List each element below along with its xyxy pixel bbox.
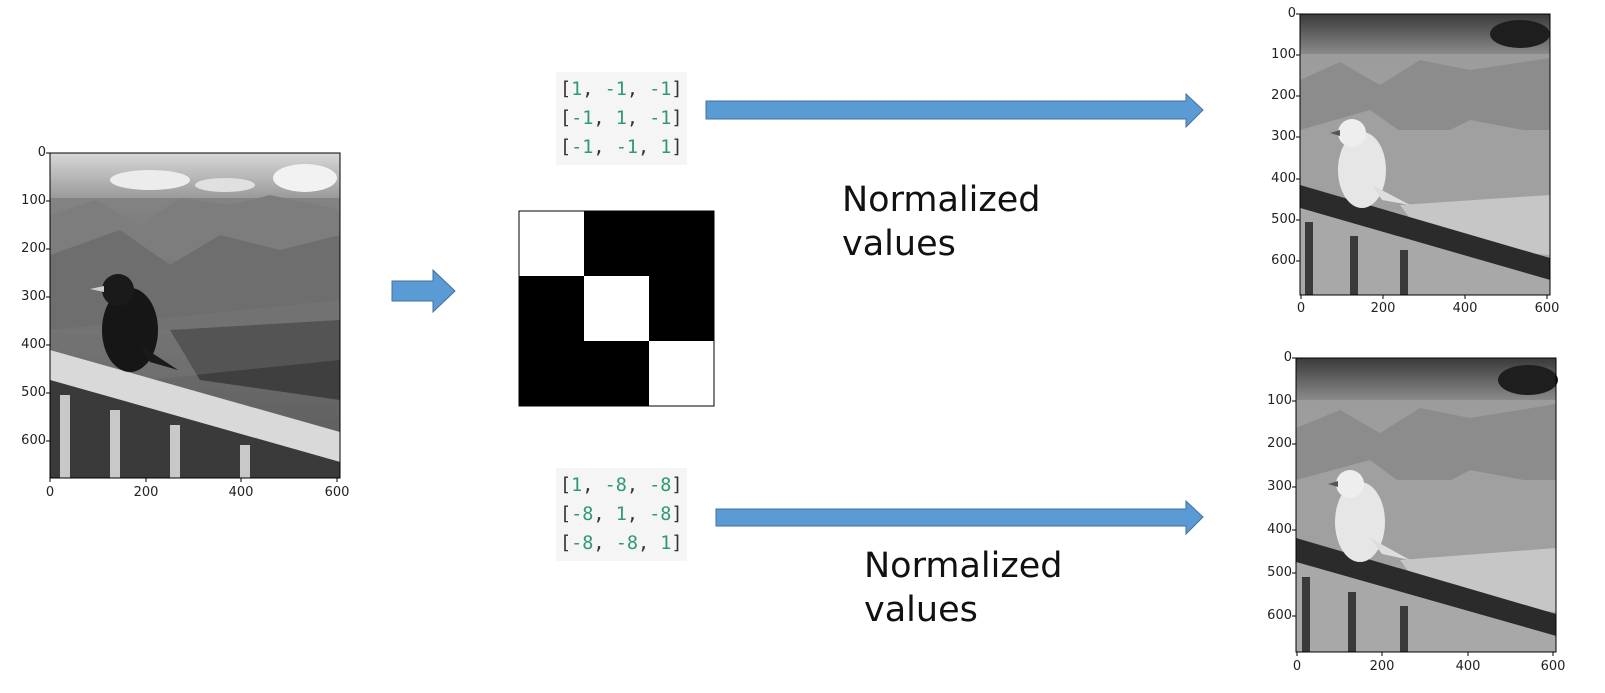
x-tick-label: 600 [1534, 301, 1560, 316]
y-tick-label: 200 [1271, 88, 1296, 103]
y-tick-label: 0 [1287, 6, 1296, 21]
y-tick-label: 600 [21, 433, 46, 448]
x-tick-label: 200 [1369, 659, 1395, 674]
y-tick-label: 300 [21, 289, 46, 304]
kernel-matrix-bottom: [1, -8, -8] [-8, 1, -8] [-8, -8, 1] [556, 468, 687, 561]
matrix-row: [1, -8, -8] [560, 475, 683, 496]
output-bottom-image-plot [1295, 357, 1558, 653]
matrix-row: [1, -1, -1] [560, 79, 683, 100]
y-tick-label: 200 [1267, 436, 1292, 451]
y-tick-label: 300 [1267, 479, 1292, 494]
top-long-arrow [705, 92, 1204, 129]
output-top-image-plot [1299, 13, 1551, 296]
bottom-long-arrow [715, 499, 1204, 536]
y-tick-label: 400 [21, 337, 46, 352]
x-tick-label: 400 [228, 485, 254, 500]
kernel-cell [519, 341, 584, 406]
kernel-cell [649, 341, 714, 406]
y-tick-label: 600 [1267, 608, 1292, 623]
kernel-cell [584, 276, 649, 341]
x-tick-label: 0 [1292, 659, 1302, 674]
y-tick-label: 500 [21, 385, 46, 400]
x-tick-label: 200 [1370, 301, 1396, 316]
y-tick-label: 500 [1267, 565, 1292, 580]
x-tick-label: 0 [45, 485, 55, 500]
x-tick-label: 600 [324, 485, 350, 500]
normalized-values-label-bottom: Normalized values [864, 546, 1063, 630]
matrix-row: [-1, -1, 1] [560, 137, 683, 158]
matrix-row: [-1, 1, -1] [560, 108, 683, 129]
matrix-row: [-8, -8, 1] [560, 533, 683, 554]
kernel-border [518, 210, 715, 407]
matrix-row: [-8, 1, -8] [560, 504, 683, 525]
normalized-values-label-top: Normalized values [842, 180, 1041, 264]
x-tick-label: 400 [1452, 301, 1478, 316]
y-tick-label: 400 [1271, 171, 1296, 186]
kernel-cell [519, 211, 584, 276]
small-right-arrow [391, 268, 456, 314]
kernel-cell [584, 211, 649, 276]
y-tick-label: 0 [1283, 350, 1292, 365]
kernel-cell [649, 211, 714, 276]
kernel-cell [519, 276, 584, 341]
x-tick-label: 200 [133, 485, 159, 500]
y-tick-label: 400 [1267, 522, 1292, 537]
y-tick-label: 300 [1271, 129, 1296, 144]
x-tick-label: 400 [1455, 659, 1481, 674]
y-tick-label: 100 [1267, 393, 1292, 408]
y-tick-label: 200 [21, 241, 46, 256]
x-tick-label: 600 [1540, 659, 1566, 674]
kernel-matrix-top: [1, -1, -1] [-1, 1, -1] [-1, -1, 1] [556, 72, 687, 165]
input-image-plot [49, 152, 341, 479]
y-tick-label: 0 [37, 145, 46, 160]
y-tick-label: 100 [21, 193, 46, 208]
x-tick-label: 0 [1296, 301, 1306, 316]
kernel-cell [649, 276, 714, 341]
kernel-visual-grid [518, 210, 715, 407]
axis-tick-marks [46, 13, 1554, 656]
kernel-cell [584, 341, 649, 406]
y-tick-label: 600 [1271, 253, 1296, 268]
y-tick-label: 500 [1271, 212, 1296, 227]
y-tick-label: 100 [1271, 47, 1296, 62]
